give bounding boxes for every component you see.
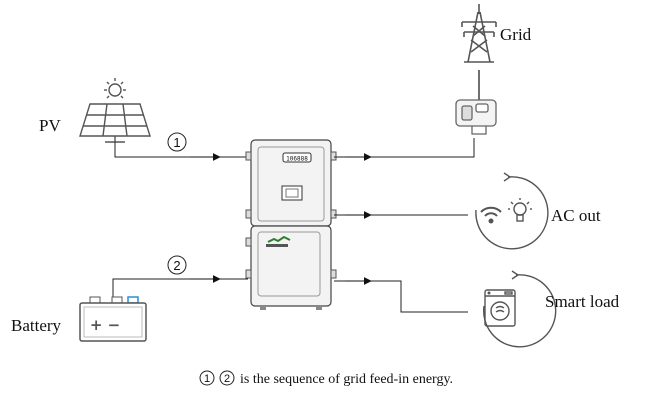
ac-out-cycle-arc <box>475 172 549 250</box>
display-readout: 106888 <box>286 156 308 163</box>
battery-terminal-signs: + − <box>90 316 120 334</box>
smart-load-label: Smart load <box>545 292 620 311</box>
inverter-unit: 106888 <box>245 139 337 310</box>
ac-out-label: AC out <box>551 206 601 225</box>
sun-icon <box>104 78 126 99</box>
brand-logo <box>266 235 291 247</box>
step-1-marker <box>167 132 187 152</box>
pv-label: PV <box>39 116 61 135</box>
lightbulb-icon <box>508 198 532 222</box>
battery-icon: + − <box>79 296 147 342</box>
wifi-icon <box>480 206 502 224</box>
step-2-marker <box>167 255 187 275</box>
footnote-num-2: 2 <box>224 373 230 385</box>
footnote: 1 2 is the sequence of grid feed-in ener… <box>199 370 453 387</box>
footnote-text: is the sequence of grid feed-in energy. <box>240 372 453 387</box>
ct-clamp-icon <box>455 70 497 135</box>
smart-load-cycle-arc <box>482 270 557 348</box>
step-1-number: 1 <box>173 135 180 150</box>
battery-label: Battery <box>11 316 62 335</box>
power-tower-icon <box>461 4 497 63</box>
solar-panel-icon <box>79 103 151 143</box>
footnote-num-1: 1 <box>204 373 210 385</box>
grid-label: Grid <box>500 25 532 44</box>
step-2-number: 2 <box>173 258 180 273</box>
washing-machine-icon <box>484 289 516 327</box>
